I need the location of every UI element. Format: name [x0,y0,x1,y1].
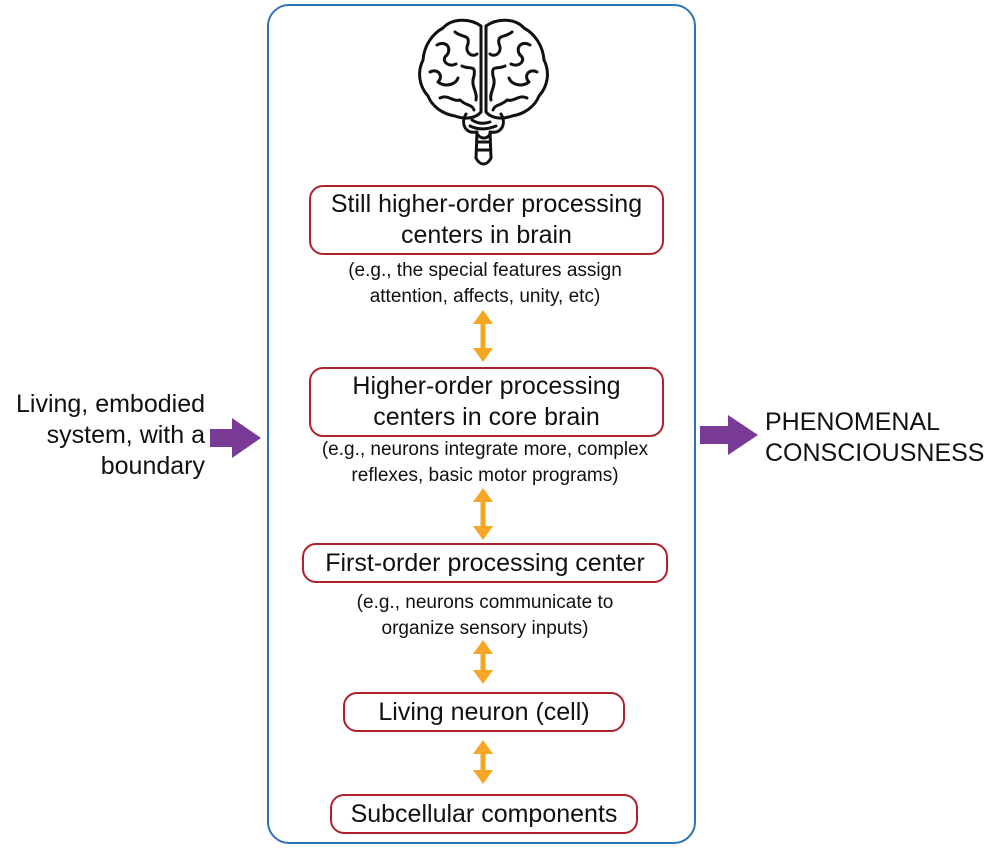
node-title: First-order processing center [325,548,645,577]
output-arrow [700,415,758,455]
node-title: Higher-order processing centers in core … [352,372,621,431]
node-title: Subcellular components [350,799,618,828]
node-higher-order-core: Higher-order processing centers in core … [309,367,664,437]
node-title: Living neuron (cell) [378,697,590,726]
bidirectional-arrow-3 [473,640,493,684]
bidirectional-arrow-1 [473,310,493,362]
brain-icon [418,18,549,166]
output-label: PHENOMENAL CONSCIOUSNESS [765,408,985,467]
node-first-order: First-order processing center [302,543,668,583]
input-label: Living, embodied system, with a boundary [15,390,205,480]
node-title: Still higher-order processing centers in… [330,190,643,249]
bidirectional-arrow-4 [473,740,493,784]
caption-first-order: (e.g., neurons communicate to organize s… [356,592,614,639]
caption-higher-order-core: (e.g., neurons integrate more, complex r… [321,439,649,486]
node-living-neuron: Living neuron (cell) [343,692,625,732]
input-arrow [210,418,261,458]
processing-hierarchy-container [267,4,696,844]
node-subcellular: Subcellular components [330,794,638,834]
caption-still-higher-order: (e.g., the special features assign atten… [348,260,622,307]
bidirectional-arrow-2 [473,488,493,540]
node-still-higher-order: Still higher-order processing centers in… [309,185,664,255]
